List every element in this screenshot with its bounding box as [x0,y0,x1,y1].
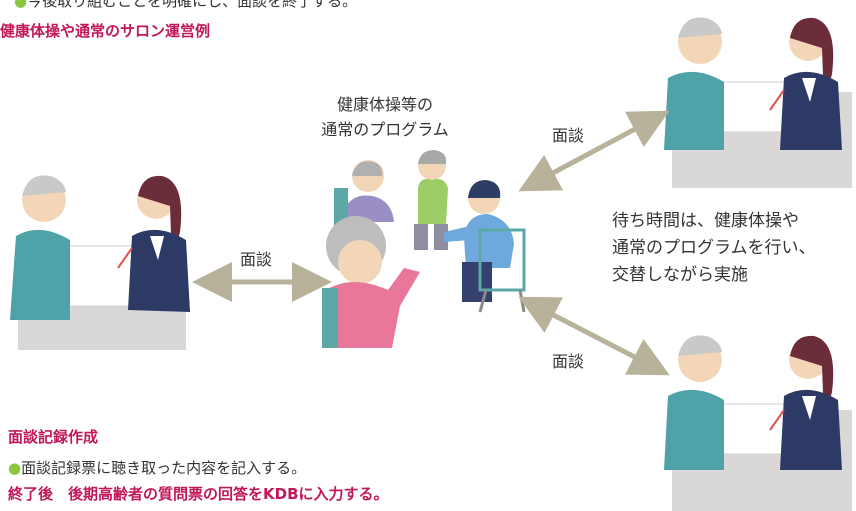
wait-line-1: 待ち時間は、健康体操や [612,211,799,231]
interview-scene-bottom-right [664,335,852,511]
record-note-text: 面談記録票に聴き取った内容を記入する。 [21,459,307,477]
top-instruction-text: 今後取り組むことを明確にし、面談を終了する。 [27,0,358,10]
salon-example-heading: 健康体操や通常のサロン運営例 [0,22,211,40]
wait-line-3: 交替しながら実施 [612,265,748,285]
top-instruction-line: ●今後取り組むことを明確にし、面談を終了する。 [14,0,357,11]
final-instruction: 終了後 後期高齢者の質問票の回答をKDBに入力する。 [8,485,389,503]
interview-label-left: 面談 [240,250,273,269]
center-caption-line-2: 通常のプログラム [321,120,449,139]
record-note: ●面談記録票に聴き取った内容を記入する。 [8,457,306,478]
interview-scene-left [10,175,190,350]
wait-line-2: 通常のプログラムを行い、 [612,238,816,258]
center-program-caption: 健康体操等の 通常のプログラム [300,92,470,142]
bullet-dot-icon: ● [14,0,28,10]
bullet-dot-icon: ● [8,459,22,477]
exercise-group [322,150,526,348]
interview-label-bottom: 面談 [552,352,585,371]
arrow-center-to-bottom-right [518,296,670,376]
interview-scene-top-right [664,17,852,188]
record-heading: 面談記録作成 [8,428,99,446]
arrow-center-to-top-right [518,110,670,192]
center-caption-line-1: 健康体操等の [336,95,433,114]
waiting-time-note: 待ち時間は、健康体操や 通常のプログラムを行い、 交替しながら実施 [612,208,856,289]
interview-label-top: 面談 [552,126,585,145]
